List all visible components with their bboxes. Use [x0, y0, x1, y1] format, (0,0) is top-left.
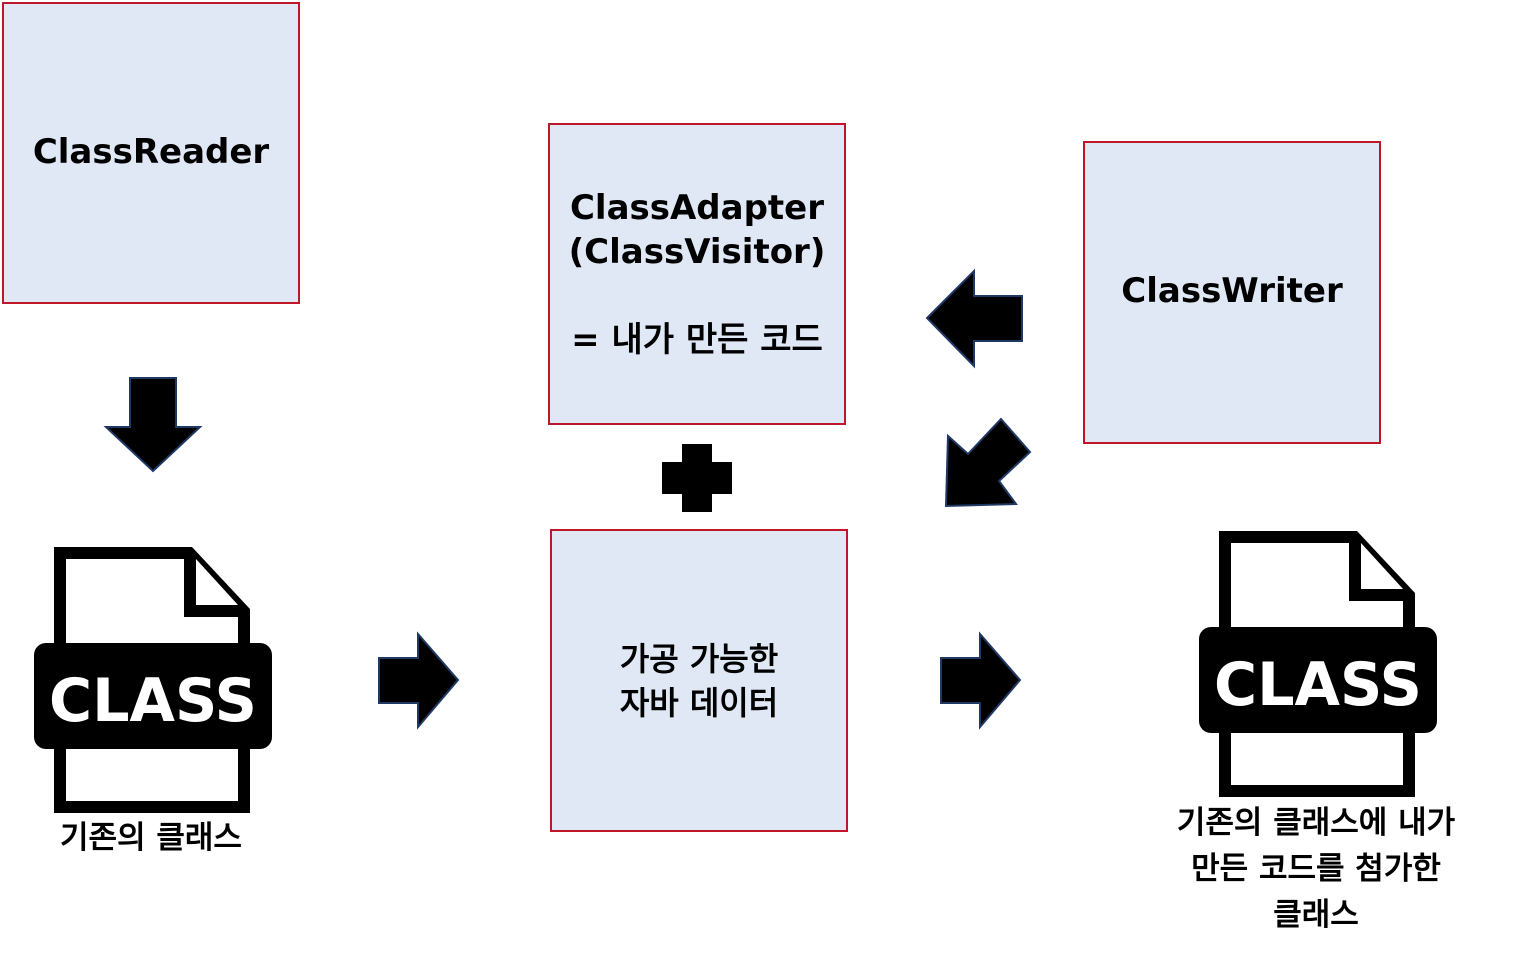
java-data-label: 가공 가능한 자바 데이터: [619, 639, 779, 722]
classreader-label: ClassReader: [32, 132, 270, 172]
class-badge-text: CLASS: [49, 666, 257, 736]
arrow-right-icon: [378, 631, 460, 730]
arrow-down-icon: [103, 377, 203, 473]
arrow-right-icon: [940, 631, 1022, 730]
classadapter-label: ClassAdapter (ClassVisitor) = 내가 만든 코드: [568, 188, 826, 360]
java-data-box: 가공 가능한 자바 데이터: [550, 529, 848, 832]
arrow-left-icon: [925, 268, 1023, 369]
classwriter-box: ClassWriter: [1083, 141, 1381, 444]
classwriter-label: ClassWriter: [1121, 271, 1343, 311]
arrow-down-left-icon: [944, 417, 1032, 508]
class-file-icon: CLASS: [34, 547, 272, 813]
class-file-icon: CLASS: [1199, 531, 1437, 797]
input-file-caption: 기존의 클래스: [60, 820, 242, 856]
plus-icon: [662, 444, 732, 512]
classreader-box: ClassReader: [2, 2, 300, 304]
class-badge-text: CLASS: [1214, 650, 1422, 720]
classadapter-box: ClassAdapter (ClassVisitor) = 내가 만든 코드: [548, 123, 846, 425]
output-file-caption: 기존의 클래스에 내가 만든 코드를 첨가한 클래스: [1176, 805, 1456, 933]
